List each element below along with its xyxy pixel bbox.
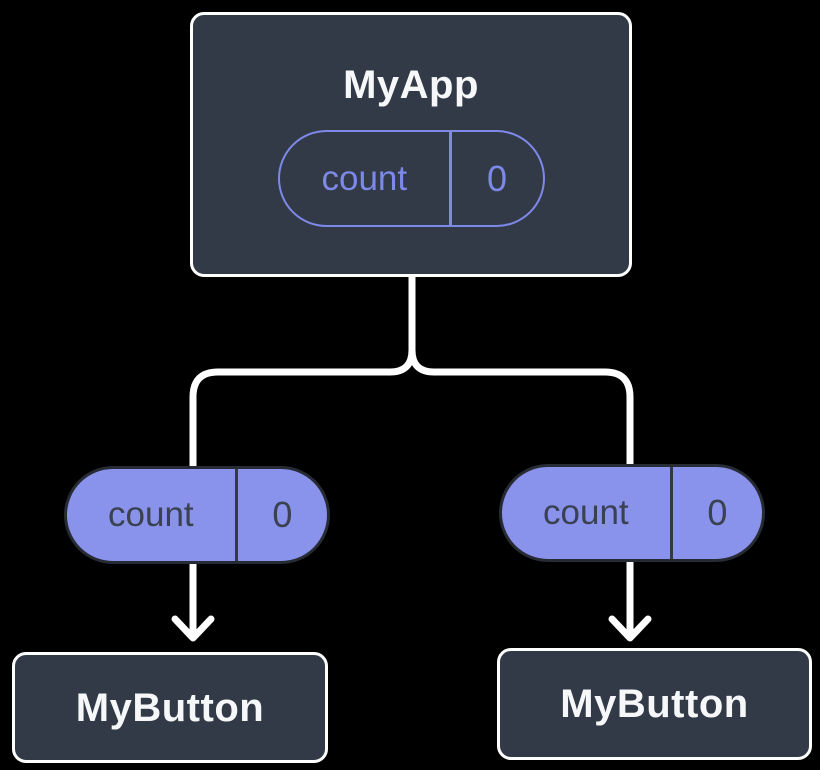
prop-pill-left-divider: [234, 469, 238, 561]
arrow-down-left-icon: [171, 556, 215, 642]
prop-pill-right-value: 0: [707, 492, 728, 533]
state-pill: count 0: [277, 130, 545, 227]
child-node-mybutton-left: MyButton: [12, 652, 328, 763]
root-node-myapp: MyApp count 0: [190, 12, 632, 277]
branch-connector-left: [189, 268, 416, 472]
state-pill-divider: [449, 132, 452, 225]
prop-pill-right-divider: [669, 467, 673, 559]
branch-connector-right: [408, 346, 634, 472]
prop-pill-left: count 0: [64, 466, 330, 564]
child-node-right-title: MyButton: [560, 682, 749, 726]
prop-pill-left-value: 0: [272, 494, 293, 535]
child-node-left-title: MyButton: [75, 685, 265, 730]
prop-pill-right: count 0: [499, 464, 765, 562]
prop-pill-left-label: count: [108, 495, 194, 534]
state-pill-value: 0: [487, 157, 508, 199]
root-node-title: MyApp: [343, 63, 479, 107]
arrow-down-right-icon: [608, 555, 652, 642]
state-pill-label: count: [321, 158, 408, 198]
child-node-mybutton-right: MyButton: [497, 648, 812, 760]
prop-pill-right-label: count: [543, 493, 629, 532]
